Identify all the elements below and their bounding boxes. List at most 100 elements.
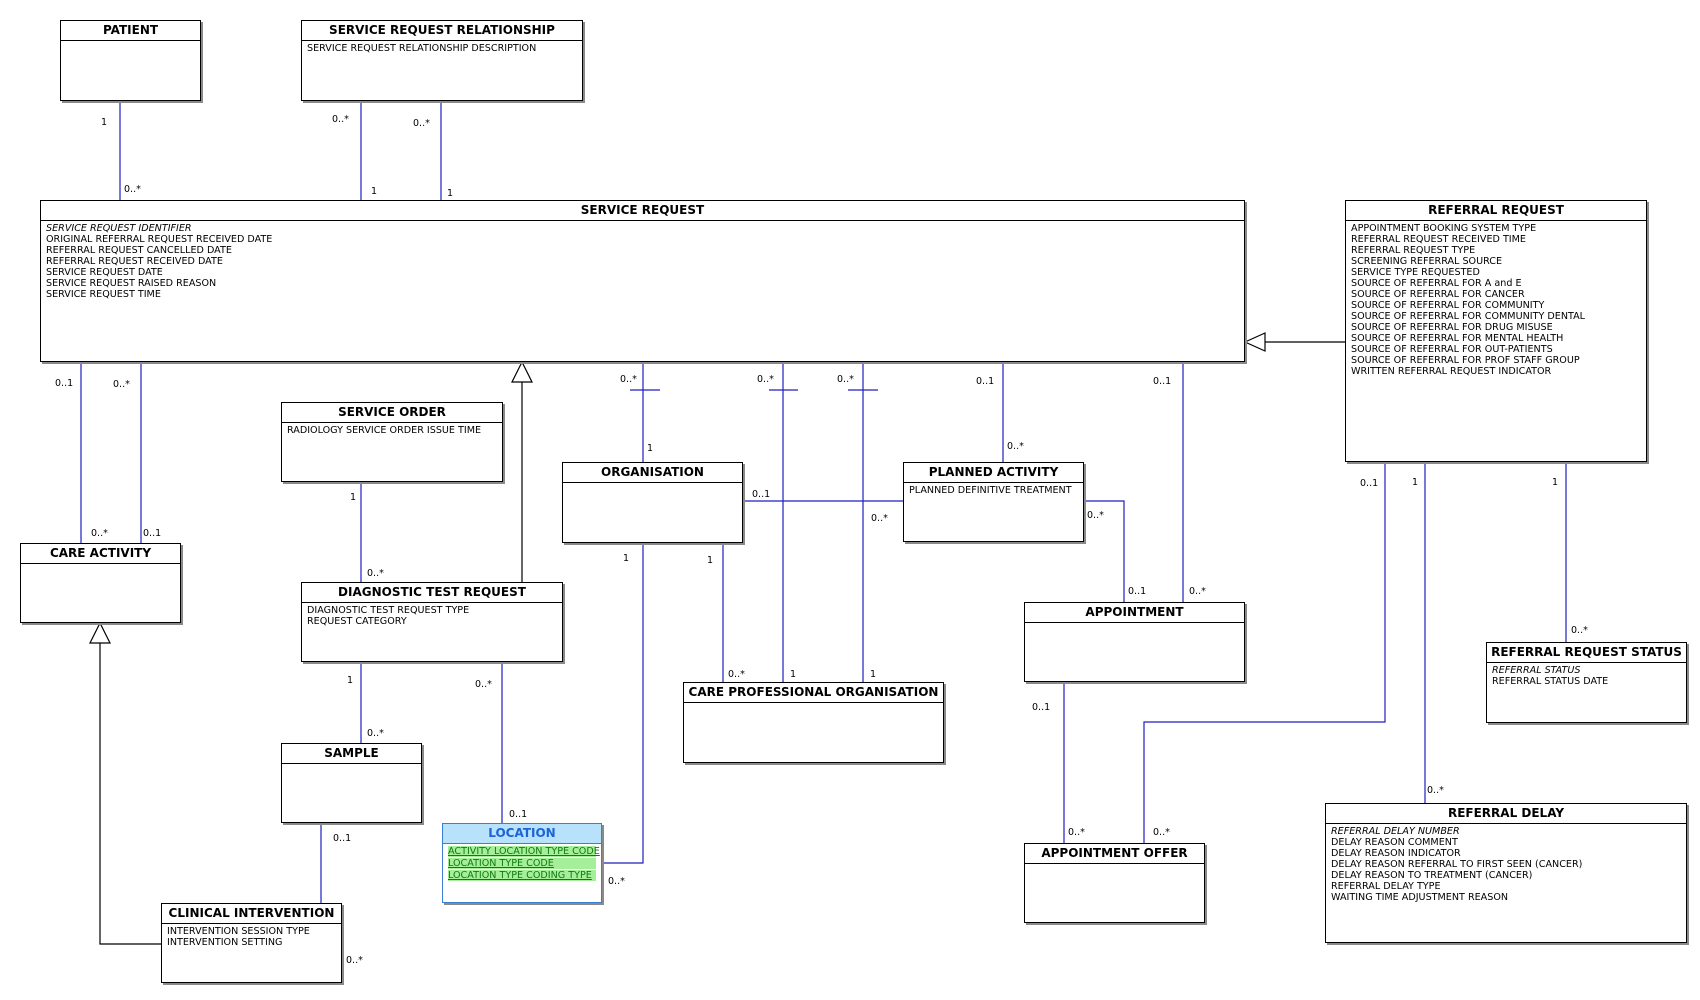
gen-ci-ca <box>99 643 161 945</box>
entity-clinical-intervention[interactable]: CLINICAL INTERVENTION INTERVENTION SESSI… <box>161 903 342 983</box>
entity-care-professional-organisation[interactable]: CARE PROFESSIONAL ORGANISATION <box>683 682 944 763</box>
attribute: REFERRAL DELAY NUMBER <box>1331 826 1460 837</box>
multiplicity: 0..1 <box>1032 702 1051 713</box>
multiplicity: 1 <box>1552 477 1559 488</box>
entity-diagnostic-test-request[interactable]: DIAGNOSTIC TEST REQUEST DIAGNOSTIC TEST … <box>301 582 563 662</box>
assoc-org-location <box>602 543 644 864</box>
attribute: DELAY REASON INDICATOR <box>1331 848 1461 859</box>
attribute: PLANNED DEFINITIVE TREATMENT <box>909 485 1072 496</box>
multiplicity: 0..* <box>113 379 130 390</box>
multiplicity: 0..* <box>728 669 745 680</box>
multiplicity: 0..* <box>346 955 363 966</box>
assoc-rr-ao <box>1143 462 1386 843</box>
attribute: SOURCE OF REFERRAL FOR MENTAL HEALTH <box>1351 333 1564 344</box>
attribute: REFERRAL STATUS <box>1492 665 1581 676</box>
multiplicity: 1 <box>101 117 108 128</box>
entity-appointment-offer[interactable]: APPOINTMENT OFFER <box>1024 843 1205 923</box>
attribute: REFERRAL STATUS DATE <box>1492 676 1609 687</box>
entity-organisation[interactable]: ORGANISATION <box>562 462 743 543</box>
entity-care-activity[interactable]: CARE ACTIVITY <box>20 543 181 623</box>
multiplicity: 0..1 <box>1360 478 1379 489</box>
multiplicity: 0..* <box>124 184 141 195</box>
entity-title: DIAGNOSTIC TEST REQUEST <box>302 583 562 603</box>
multiplicity: 0..1 <box>1153 376 1172 387</box>
gen-arrow-rr <box>1243 332 1266 352</box>
attribute: SERVICE REQUEST IDENTIFIER <box>46 223 192 234</box>
gen-arrow-ca <box>89 621 111 644</box>
multiplicity: 0..* <box>367 728 384 739</box>
entity-title: SAMPLE <box>282 744 421 764</box>
multiplicity: 0..* <box>475 679 492 690</box>
entity-title: APPOINTMENT OFFER <box>1025 844 1204 864</box>
entity-title: REFERRAL REQUEST STATUS <box>1487 643 1686 663</box>
multiplicity: 0..* <box>620 374 637 385</box>
attribute: SERVICE REQUEST RAISED REASON <box>46 278 217 289</box>
attribute: INTERVENTION SESSION TYPE <box>167 926 310 937</box>
assoc-pa-appointment <box>1084 500 1125 602</box>
attribute: SERVICE TYPE REQUESTED <box>1351 267 1480 278</box>
multiplicity: 0..1 <box>752 489 771 500</box>
multiplicity: 1 <box>371 186 378 197</box>
entity-title: REFERRAL REQUEST <box>1346 201 1646 221</box>
attribute: DELAY REASON COMMENT <box>1331 837 1458 848</box>
multiplicity: 0..* <box>1153 827 1170 838</box>
entity-title: REFERRAL DELAY <box>1326 804 1686 824</box>
multiplicity: 0..* <box>1427 785 1444 796</box>
entity-title: CARE ACTIVITY <box>21 544 180 564</box>
multiplicity: 0..* <box>1007 441 1024 452</box>
entity-patient[interactable]: PATIENT <box>60 20 201 101</box>
multiplicity: 0..* <box>871 513 888 524</box>
gen-arrow-sr <box>511 360 533 383</box>
attribute: RADIOLOGY SERVICE ORDER ISSUE TIME <box>287 425 482 436</box>
attribute: SOURCE OF REFERRAL FOR DRUG MISUSE <box>1351 322 1553 333</box>
entity-service-request-relationship[interactable]: SERVICE REQUEST RELATIONSHIP SERVICE REQ… <box>301 20 583 101</box>
entity-service-order[interactable]: SERVICE ORDER RADIOLOGY SERVICE ORDER IS… <box>281 402 503 482</box>
attribute: SCREENING REFERRAL SOURCE <box>1351 256 1503 267</box>
attribute: LOCATION TYPE CODE <box>448 858 596 869</box>
multiplicity: 0..1 <box>333 833 352 844</box>
attribute: INTERVENTION SETTING <box>167 937 283 948</box>
entity-service-request[interactable]: SERVICE REQUEST SERVICE REQUEST IDENTIFI… <box>40 200 1245 362</box>
attribute: SERVICE REQUEST RELATIONSHIP DESCRIPTION <box>307 43 537 54</box>
entity-referral-request[interactable]: REFERRAL REQUEST APPOINTMENT BOOKING SYS… <box>1345 200 1647 462</box>
attribute: REFERRAL DELAY TYPE <box>1331 881 1441 892</box>
entity-referral-request-status[interactable]: REFERRAL REQUEST STATUS REFERRAL STATUS … <box>1486 642 1687 723</box>
attribute: SOURCE OF REFERRAL FOR OUT-PATIENTS <box>1351 344 1553 355</box>
multiplicity: 1 <box>350 492 357 503</box>
multiplicity: 1 <box>447 188 454 199</box>
attribute: SOURCE OF REFERRAL FOR A and E <box>1351 278 1522 289</box>
attribute: SOURCE OF REFERRAL FOR COMMUNITY DENTAL <box>1351 311 1586 322</box>
multiplicity: 1 <box>623 553 630 564</box>
entity-title: SERVICE ORDER <box>282 403 502 423</box>
multiplicity: 0..* <box>91 528 108 539</box>
entity-title: ORGANISATION <box>563 463 742 483</box>
entity-title: APPOINTMENT <box>1025 603 1244 623</box>
attribute: REFERRAL REQUEST CANCELLED DATE <box>46 245 232 256</box>
multiplicity: 0..* <box>837 374 854 385</box>
entity-location[interactable]: LOCATION ACTIVITY LOCATION TYPE CODE LOC… <box>442 823 602 903</box>
attribute: ORIGINAL REFERRAL REQUEST RECEIVED DATE <box>46 234 273 245</box>
entity-referral-delay[interactable]: REFERRAL DELAY REFERRAL DELAY NUMBER DEL… <box>1325 803 1687 943</box>
attribute: SERVICE REQUEST TIME <box>46 289 161 300</box>
attribute: DELAY REASON REFERRAL TO FIRST SEEN (CAN… <box>1331 859 1583 870</box>
attribute: REFERRAL REQUEST TYPE <box>1351 245 1476 256</box>
multiplicity: 0..1 <box>976 376 995 387</box>
entity-planned-activity[interactable]: PLANNED ACTIVITY PLANNED DEFINITIVE TREA… <box>903 462 1084 542</box>
multiplicity: 0..1 <box>55 378 74 389</box>
attribute: REFERRAL REQUEST RECEIVED DATE <box>46 256 223 267</box>
entity-title: LOCATION <box>443 824 601 844</box>
multiplicity: 0..* <box>1068 827 1085 838</box>
attribute: SOURCE OF REFERRAL FOR CANCER <box>1351 289 1525 300</box>
entity-title: PATIENT <box>61 21 200 41</box>
entity-sample[interactable]: SAMPLE <box>281 743 422 823</box>
multiplicity: 1 <box>347 675 354 686</box>
attribute: SOURCE OF REFERRAL FOR COMMUNITY <box>1351 300 1545 311</box>
multiplicity: 0..1 <box>509 809 528 820</box>
entity-appointment[interactable]: APPOINTMENT <box>1024 602 1245 682</box>
multiplicity: 1 <box>790 669 797 680</box>
multiplicity: 1 <box>1412 477 1419 488</box>
entity-title: CLINICAL INTERVENTION <box>162 904 341 924</box>
multiplicity: 1 <box>870 669 877 680</box>
